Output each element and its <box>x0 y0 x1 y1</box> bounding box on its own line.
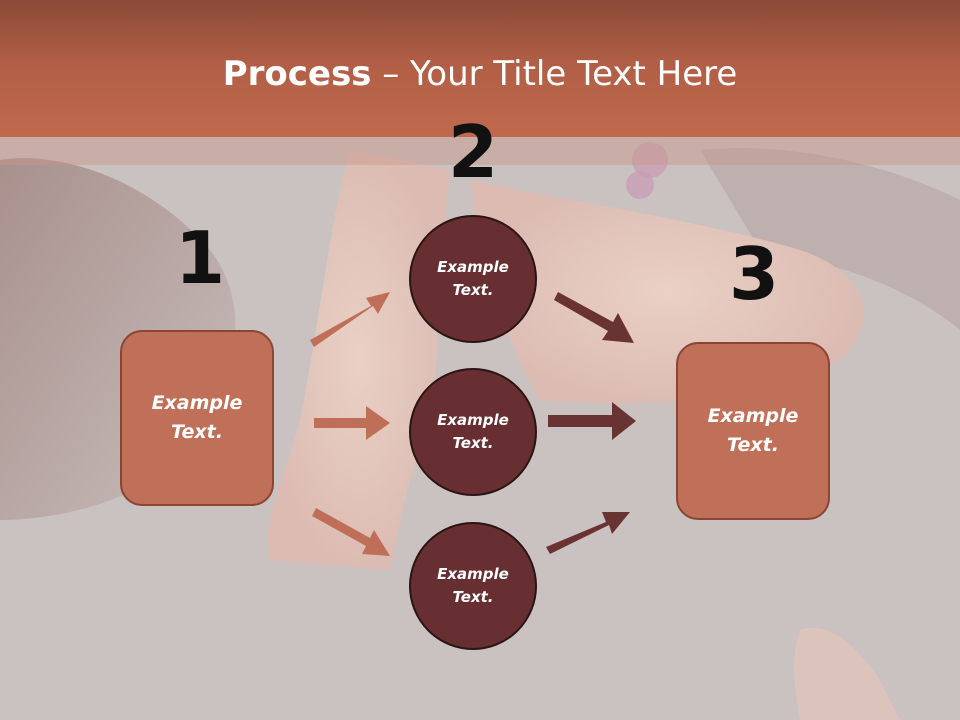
step-number-3: 3 <box>729 232 780 316</box>
slide-title: Process – Your Title Text Here <box>0 52 960 96</box>
arrow-1-to-bottom <box>312 508 390 556</box>
arrow-top-to-3 <box>554 292 634 343</box>
step-3-box: Example Text. <box>676 342 830 520</box>
title-strip <box>0 137 960 165</box>
step-2-label-bottom: Example Text. <box>437 565 509 606</box>
step-1-label: Example Text. <box>151 392 243 443</box>
step-number-1: 1 <box>175 216 226 300</box>
arrow-bottom-to-3 <box>546 512 630 554</box>
step-2-circle-bottom: Example Text. <box>409 522 537 650</box>
arrow-1-to-top <box>310 292 390 347</box>
arrow-middle-to-3 <box>548 402 636 440</box>
step-2-circle-middle: Example Text. <box>409 368 537 496</box>
title-rest: – Your Title Text Here <box>371 54 738 94</box>
title-band <box>0 0 960 137</box>
step-2-label-top: Example Text. <box>437 258 509 299</box>
arrow-1-to-middle <box>314 406 390 440</box>
step-3-label: Example Text. <box>707 405 799 456</box>
step-2-label-middle: Example Text. <box>437 411 509 452</box>
step-2-circle-top: Example Text. <box>409 215 537 343</box>
title-bold: Process <box>222 54 372 94</box>
step-number-2: 2 <box>448 110 499 194</box>
step-1-box: Example Text. <box>120 330 274 506</box>
